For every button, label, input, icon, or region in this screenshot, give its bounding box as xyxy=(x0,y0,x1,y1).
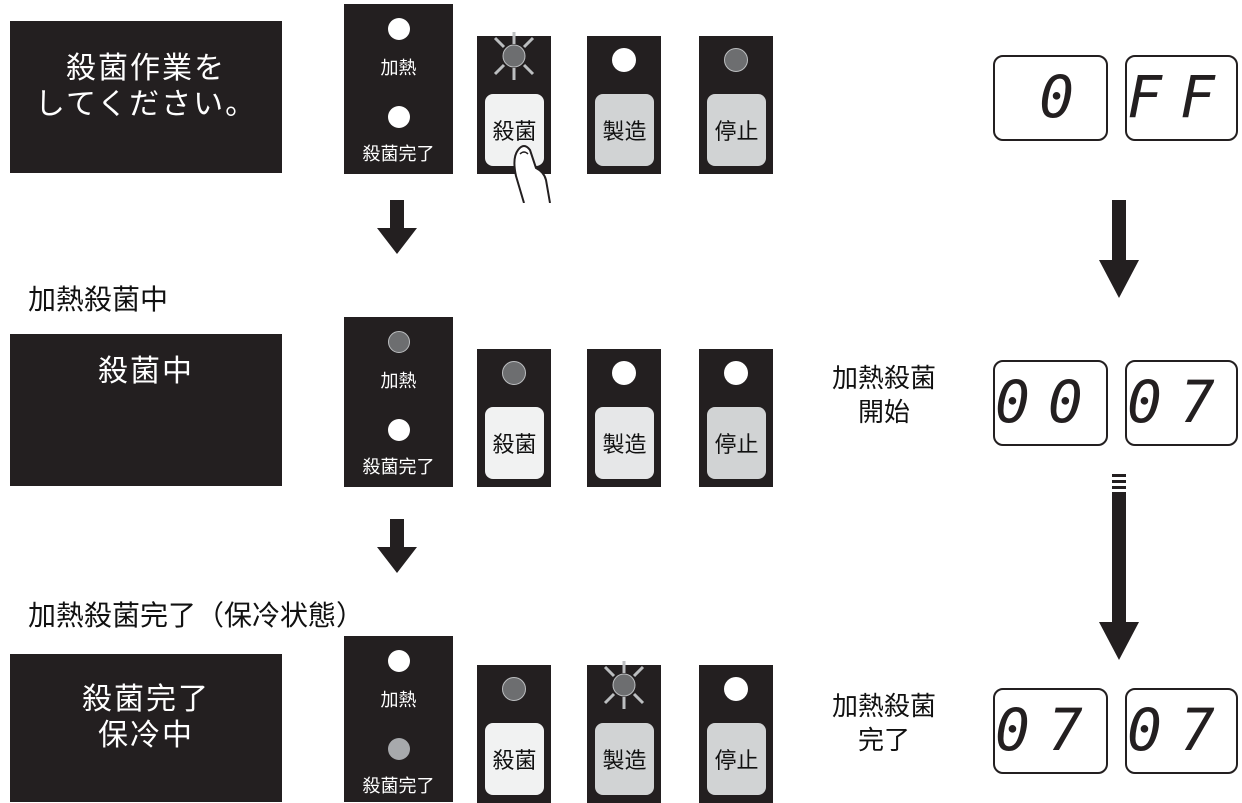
produce-panel-3: 製造 xyxy=(587,661,661,803)
arrow-down-continued-icon xyxy=(1099,474,1139,660)
finger-press-icon xyxy=(513,145,551,203)
lcd-text-3: 殺菌完了 保冷中 xyxy=(82,682,210,753)
heat-led-label-3: 加熱 xyxy=(380,690,417,711)
heat-led-label-2: 加熱 xyxy=(380,371,417,392)
produce-panel-1: 製造 xyxy=(587,36,661,174)
stop-led-3 xyxy=(724,677,748,701)
produce-panel-2: 製造 xyxy=(587,349,661,487)
arrow-down-icon-1 xyxy=(377,200,417,254)
stop-led-2 xyxy=(724,361,748,385)
stop-panel-2: 停止 xyxy=(699,349,773,487)
produce-led-2 xyxy=(612,361,636,385)
sterilize-panel-1: 殺菌 xyxy=(477,32,551,174)
caption-row-2: 加熱殺菌中 xyxy=(28,283,169,316)
stop-panel-3: 停止 xyxy=(699,665,773,803)
display-right-3: 07 xyxy=(1125,688,1238,774)
sterilize-led-2 xyxy=(502,361,526,385)
lcd-message-1: 殺菌作業を してください。 xyxy=(10,21,282,173)
lcd-message-3: 殺菌完了 保冷中 xyxy=(10,654,282,802)
lcd-text-1: 殺菌作業を してください。 xyxy=(34,51,258,122)
stop-led-1 xyxy=(724,48,748,72)
produce-led-1 xyxy=(612,48,636,72)
sterilize-panel-2: 殺菌 xyxy=(477,349,551,487)
arrow-down-icon-2 xyxy=(377,519,417,573)
stop-button-2[interactable]: 停止 xyxy=(707,407,766,479)
sterilize-led-3 xyxy=(502,677,526,701)
display-label-3: 加熱殺菌 完了 xyxy=(832,692,937,756)
display-label-2: 加熱殺菌 開始 xyxy=(832,364,937,428)
done-led-1 xyxy=(387,106,410,128)
heat-led-2 xyxy=(387,331,410,353)
lcd-message-2: 殺菌中 xyxy=(10,334,282,486)
sterilize-button-1[interactable]: 殺菌 xyxy=(485,94,544,166)
stop-button-1[interactable]: 停止 xyxy=(707,94,766,166)
blink-led-icon xyxy=(603,661,645,709)
done-led-2 xyxy=(387,419,410,441)
done-led-label-2: 殺菌完了 xyxy=(362,457,435,478)
produce-button-1[interactable]: 製造 xyxy=(595,94,654,166)
heat-led-1 xyxy=(387,18,410,40)
sterilize-button-3[interactable]: 殺菌 xyxy=(485,723,544,795)
display-left-1: 0 xyxy=(993,55,1108,141)
blink-led-icon xyxy=(493,32,535,80)
done-led-label-3: 殺菌完了 xyxy=(362,776,435,797)
lcd-text-2: 殺菌中 xyxy=(98,354,194,389)
caption-row-3: 加熱殺菌完了（保冷状態） xyxy=(28,599,365,632)
heat-led-label-1: 加熱 xyxy=(380,58,417,79)
led-panel-1: 加熱 殺菌完了 xyxy=(344,4,453,174)
produce-button-2[interactable]: 製造 xyxy=(595,407,654,479)
stop-button-3[interactable]: 停止 xyxy=(707,723,766,795)
sterilize-panel-3: 殺菌 xyxy=(477,665,551,803)
done-led-label-1: 殺菌完了 xyxy=(362,144,435,165)
display-right-1: FF xyxy=(1125,55,1238,141)
led-panel-2: 加熱 殺菌完了 xyxy=(344,317,453,487)
done-led-3 xyxy=(387,738,410,760)
stop-panel-1: 停止 xyxy=(699,36,773,174)
sterilize-button-2[interactable]: 殺菌 xyxy=(485,407,544,479)
heat-led-3 xyxy=(387,650,410,672)
produce-button-3[interactable]: 製造 xyxy=(595,723,654,795)
display-left-3: 07 xyxy=(993,688,1108,774)
arrow-down-icon-3 xyxy=(1099,200,1139,298)
led-panel-3: 加熱 殺菌完了 xyxy=(344,636,453,802)
display-left-2: 00 xyxy=(993,360,1108,446)
display-right-2: 07 xyxy=(1125,360,1238,446)
